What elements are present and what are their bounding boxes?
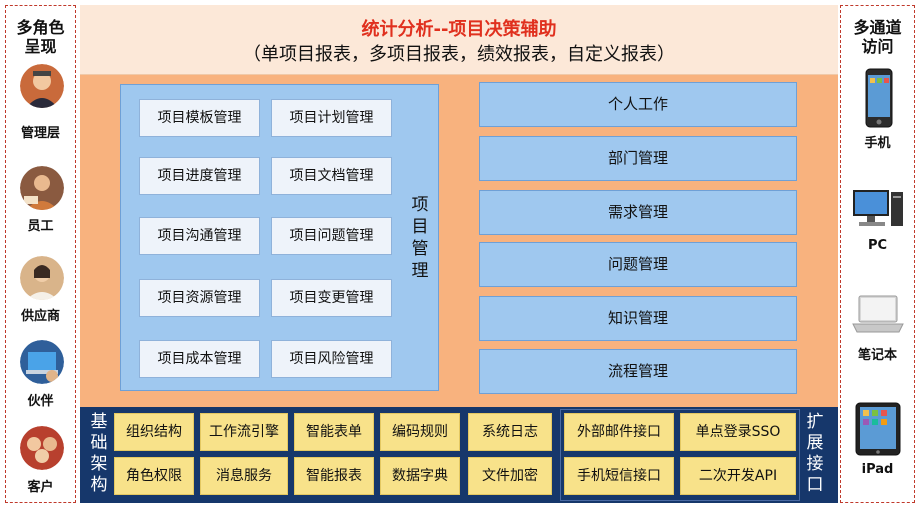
supplier-avatar-icon (20, 256, 64, 300)
smartphone-icon (865, 68, 893, 128)
infra-system-log[interactable]: 系统日志 (468, 413, 552, 451)
roles-title: 多角色 呈现 (16, 18, 65, 56)
device-laptop[interactable]: 笔记本 (841, 294, 914, 364)
laptop-icon (852, 295, 904, 333)
manager-avatar-icon (20, 64, 64, 108)
role-label-supplier: 供应商 (20, 309, 60, 324)
device-ipad[interactable]: iPad (841, 402, 914, 482)
role-supplier[interactable]: 供应商 (6, 256, 75, 326)
module-personal-work[interactable]: 个人工作 (479, 82, 797, 127)
device-label-ipad: iPad (861, 462, 894, 477)
role-partner[interactable]: 伙伴 (6, 340, 75, 410)
analytics-header: 统计分析--项目决策辅助 （单项目报表，多项目报表，绩效报表，自定义报表） (80, 5, 838, 75)
module-knowledge[interactable]: 知识管理 (479, 296, 797, 341)
module-project-template[interactable]: 项目模板管理 (139, 99, 260, 137)
device-pc[interactable]: PC (841, 186, 914, 258)
extension-label: 扩 展 接 口 (806, 412, 824, 495)
analytics-subtitle: （单项目报表，多项目报表，绩效报表，自定义报表） (243, 44, 675, 65)
channels-panel: 多通道 访问 手机 PC 笔记本 (840, 5, 915, 503)
infra-role-permission[interactable]: 角色权限 (114, 457, 194, 495)
infra-data-dictionary[interactable]: 数据字典 (380, 457, 460, 495)
role-label-customer: 客户 (27, 480, 54, 495)
roles-panel: 多角色 呈现 管理层 员工 供应商 伙伴 客户 (5, 5, 76, 503)
channels-title: 多通道 访问 (853, 18, 902, 56)
ext-dev-api[interactable]: 二次开发API (680, 457, 796, 495)
extension-interfaces-box (560, 409, 800, 501)
infra-workflow-engine[interactable]: 工作流引擎 (200, 413, 288, 451)
role-customer[interactable]: 客户 (6, 426, 75, 496)
ext-sso[interactable]: 单点登录SSO (680, 413, 796, 451)
customer-avatar-icon (20, 426, 64, 470)
module-process[interactable]: 流程管理 (479, 349, 797, 394)
role-label-partner: 伙伴 (27, 394, 54, 409)
project-management-panel: 项目模板管理 项目计划管理 项目进度管理 项目文档管理 项目沟通管理 项目问题管… (120, 84, 439, 391)
partner-avatar-icon (20, 340, 64, 384)
device-label-pc: PC (867, 238, 888, 253)
module-project-progress[interactable]: 项目进度管理 (139, 157, 260, 195)
infra-file-encryption[interactable]: 文件加密 (468, 457, 552, 495)
main-architecture: 统计分析--项目决策辅助 （单项目报表，多项目报表，绩效报表，自定义报表） 项目… (80, 5, 838, 503)
tablet-icon (855, 402, 901, 456)
device-phone[interactable]: 手机 (841, 68, 914, 152)
project-management-label: 项 目 管 理 (411, 195, 429, 281)
module-issue[interactable]: 问题管理 (479, 242, 797, 287)
role-manager[interactable]: 管理层 (6, 64, 75, 144)
device-label-laptop: 笔记本 (857, 348, 897, 363)
ext-email-interface[interactable]: 外部邮件接口 (564, 413, 674, 451)
role-employee[interactable]: 员工 (6, 166, 75, 236)
module-project-plan[interactable]: 项目计划管理 (271, 99, 392, 137)
infrastructure-label: 基 础 架 构 (90, 412, 108, 495)
module-project-resource[interactable]: 项目资源管理 (139, 279, 260, 317)
module-requirement[interactable]: 需求管理 (479, 190, 797, 235)
infrastructure-band: 基 础 架 构 组织结构 工作流引擎 智能表单 编码规则 系统日志 角色权限 消… (80, 407, 838, 503)
infra-coding-rules[interactable]: 编码规则 (380, 413, 460, 451)
module-project-risk[interactable]: 项目风险管理 (271, 340, 392, 378)
desktop-pc-icon (853, 190, 903, 226)
module-project-document[interactable]: 项目文档管理 (271, 157, 392, 195)
employee-avatar-icon (20, 166, 64, 210)
role-label-manager: 管理层 (20, 126, 60, 141)
ext-sms-interface[interactable]: 手机短信接口 (564, 457, 674, 495)
infra-smart-form[interactable]: 智能表单 (294, 413, 374, 451)
role-label-employee: 员工 (27, 219, 54, 234)
module-project-communication[interactable]: 项目沟通管理 (139, 217, 260, 255)
module-department[interactable]: 部门管理 (479, 136, 797, 181)
infra-smart-report[interactable]: 智能报表 (294, 457, 374, 495)
analytics-title: 统计分析--项目决策辅助 (361, 19, 557, 40)
module-project-change[interactable]: 项目变更管理 (271, 279, 392, 317)
device-label-phone: 手机 (864, 136, 891, 151)
module-project-cost[interactable]: 项目成本管理 (139, 340, 260, 378)
infra-org-structure[interactable]: 组织结构 (114, 413, 194, 451)
infra-message-service[interactable]: 消息服务 (200, 457, 288, 495)
module-project-issue[interactable]: 项目问题管理 (271, 217, 392, 255)
